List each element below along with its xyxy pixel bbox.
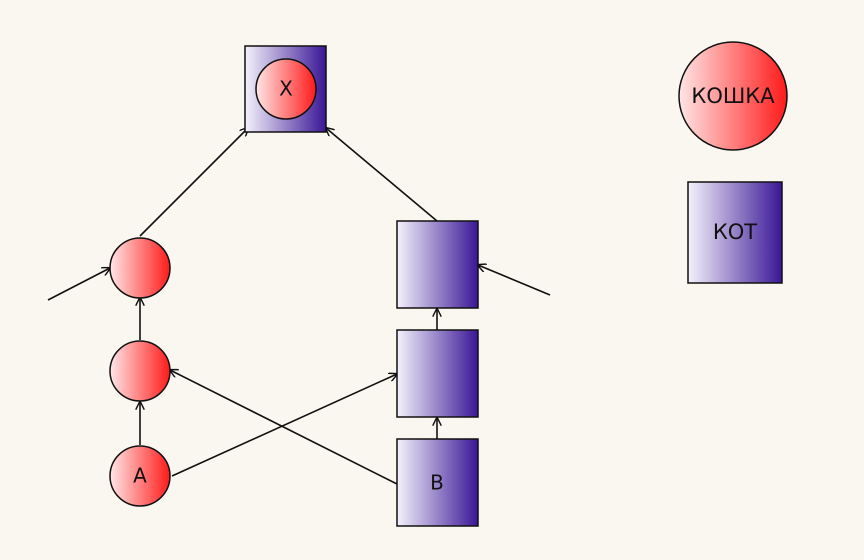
edge-square-upper-to-x [326, 128, 438, 222]
node-x: X [244, 45, 327, 133]
node-a-label: A [133, 464, 147, 488]
node-square-upper [396, 220, 479, 309]
edge-b-to-circle-middle [170, 370, 398, 485]
legend-circle-shape [678, 41, 788, 151]
edges [47, 128, 551, 485]
edge-circle-upper-to-x [139, 128, 248, 237]
edge-incoming-right [478, 265, 551, 296]
legend: КОШКА КОТ [678, 41, 788, 284]
node-a-circle [109, 445, 171, 507]
edge-a-to-square-middle [171, 374, 397, 477]
legend-square-label: КОТ [713, 220, 757, 244]
node-b-label: B [430, 471, 444, 495]
node-b-square [396, 438, 479, 527]
legend-circle: КОШКА [678, 41, 788, 151]
node-circle-middle [109, 340, 171, 402]
legend-square-shape [687, 181, 783, 284]
node-x-circle [255, 58, 317, 120]
edge-incoming-left [47, 268, 110, 301]
node-square-middle [396, 329, 479, 418]
legend-circle-label: КОШКА [691, 84, 775, 108]
node-circle-upper [109, 237, 171, 299]
node-x-label: X [279, 77, 293, 101]
node-a: A [109, 445, 171, 507]
legend-square: КОТ [687, 181, 783, 284]
node-b: B [396, 438, 479, 527]
